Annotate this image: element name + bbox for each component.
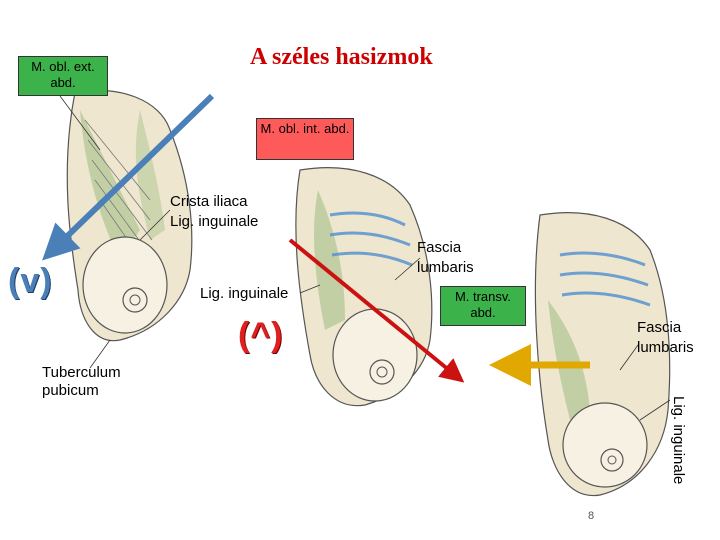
label-box-ext-obl: M. obl. ext. abd. — [18, 56, 108, 96]
torso-figure-1 — [66, 89, 193, 342]
label-lig-inguinale-2: Lig. inguinale — [200, 285, 289, 302]
label-box-transv: M. transv. abd. — [440, 286, 526, 326]
red-arrow — [288, 238, 465, 383]
direction-mark-caret: (^) — [238, 316, 284, 354]
direction-mark-v: (v) — [8, 262, 53, 300]
label-lig-inguinale-3: Lig. inguinale — [670, 396, 687, 485]
torso-figure-2 — [295, 167, 433, 407]
label-tuberculum-pubicum: Tuberculum pubicum — [42, 364, 121, 399]
torso-figure-3 — [534, 212, 671, 497]
label-fascia-lumbaris-2: Fascia lumbaris — [637, 319, 694, 356]
label-lig-inguinale-1: Lig. inguinale — [170, 213, 259, 230]
page-number: 8 — [588, 510, 595, 522]
label-fascia-lumbaris-1: Fascia lumbaris — [417, 239, 474, 276]
label-crista-iliaca: Crista iliaca — [170, 193, 248, 210]
leader-lines — [59, 95, 671, 421]
blue-arrow — [42, 93, 215, 261]
page-title: A széles hasizmok — [250, 44, 433, 70]
label-box-int-obl: M. obl. int. abd. — [256, 118, 354, 160]
